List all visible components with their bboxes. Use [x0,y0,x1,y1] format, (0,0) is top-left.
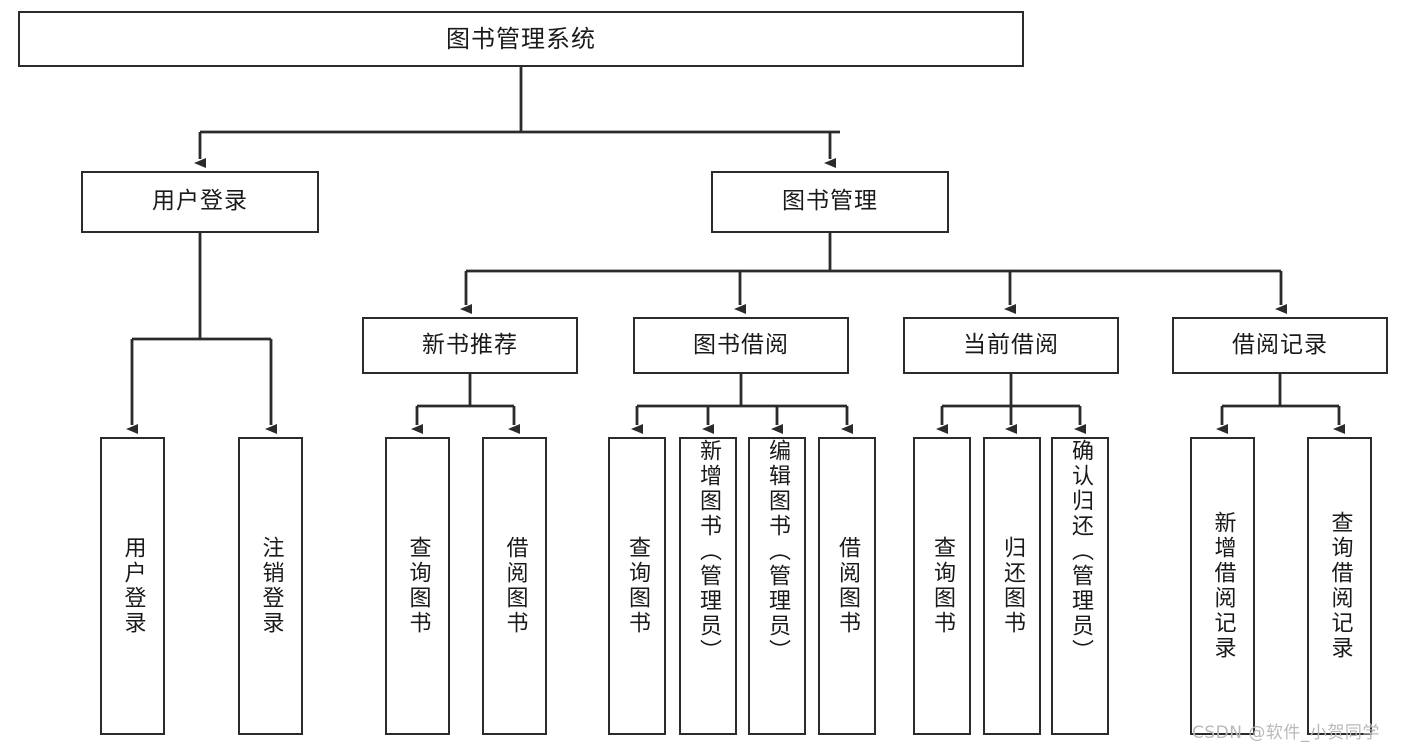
node-current-borrow[interactable]: 当前借阅 [903,317,1119,374]
node-leaf-user-login-label: 用户登录 [120,536,146,636]
node-root[interactable]: 图书管理系统 [18,11,1024,67]
node-leaf-logout-login[interactable]: 注销登录 [238,437,303,735]
node-leaf-add-book-admin-label: 新增图书（管理员） [695,439,721,664]
node-leaf-borrow-book-2-label: 借阅图书 [834,536,860,636]
node-leaf-return-book[interactable]: 归还图书 [983,437,1041,735]
node-leaf-logout-login-label: 注销登录 [258,536,284,636]
node-leaf-query-borrow-record[interactable]: 查询借阅记录 [1307,437,1372,735]
node-borrow-record[interactable]: 借阅记录 [1172,317,1388,374]
node-leaf-user-login[interactable]: 用户登录 [100,437,165,735]
watermark: CSDN @软件_小贺同学 [1192,718,1380,743]
node-user-login-label: 用户登录 [152,188,248,215]
node-leaf-edit-book-admin[interactable]: 编辑图书（管理员） [748,437,806,735]
node-book-borrow-label: 图书借阅 [693,331,789,358]
node-borrow-record-label: 借阅记录 [1232,331,1328,358]
node-leaf-confirm-return-admin-label: 确认归还（管理员） [1067,439,1093,664]
node-new-book-recommend-label: 新书推荐 [422,331,518,358]
node-user-login[interactable]: 用户登录 [81,171,319,233]
node-leaf-query-book-1-label: 查询图书 [405,536,431,636]
node-leaf-return-book-label: 归还图书 [999,536,1025,636]
node-leaf-add-borrow-record[interactable]: 新增借阅记录 [1190,437,1255,735]
node-leaf-query-book-3[interactable]: 查询图书 [913,437,971,735]
node-leaf-query-book-2[interactable]: 查询图书 [608,437,666,735]
node-leaf-query-borrow-record-label: 查询借阅记录 [1327,511,1353,661]
node-leaf-add-book-admin[interactable]: 新增图书（管理员） [679,437,737,735]
node-leaf-add-borrow-record-label: 新增借阅记录 [1210,511,1236,661]
node-new-book-recommend[interactable]: 新书推荐 [362,317,578,374]
node-book-borrow[interactable]: 图书借阅 [633,317,849,374]
node-leaf-query-book-1[interactable]: 查询图书 [385,437,450,735]
node-leaf-borrow-book-1-label: 借阅图书 [502,536,528,636]
node-book-manage[interactable]: 图书管理 [711,171,949,233]
node-leaf-borrow-book-1[interactable]: 借阅图书 [482,437,547,735]
watermark-text: CSDN @软件_小贺同学 [1192,723,1380,743]
node-leaf-query-book-2-label: 查询图书 [624,536,650,636]
node-current-borrow-label: 当前借阅 [963,331,1059,358]
node-leaf-edit-book-admin-label: 编辑图书（管理员） [764,439,790,664]
node-leaf-query-book-3-label: 查询图书 [929,536,955,636]
node-leaf-borrow-book-2[interactable]: 借阅图书 [818,437,876,735]
node-leaf-confirm-return-admin[interactable]: 确认归还（管理员） [1051,437,1109,735]
node-book-manage-label: 图书管理 [782,188,878,215]
node-root-label: 图书管理系统 [446,24,596,53]
